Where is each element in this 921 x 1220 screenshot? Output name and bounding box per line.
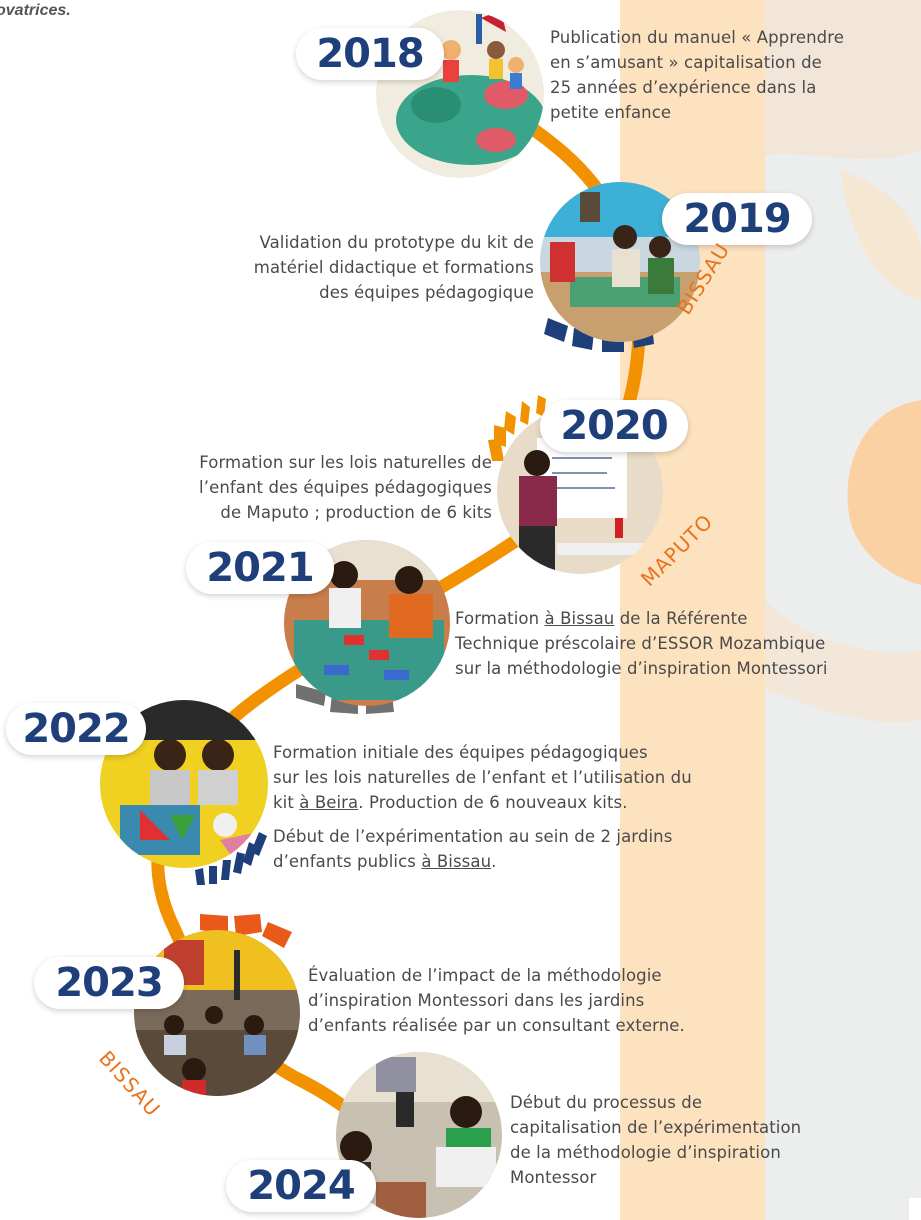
link-bissau-2022[interactable]: à Bissau	[421, 852, 492, 871]
decor-dashes-2023	[200, 914, 292, 948]
year-badge-2019: 2019	[662, 193, 812, 245]
year-badge-2024: 2024	[226, 1160, 376, 1212]
description-2018: Publication du manuel « Apprendre en s’a…	[550, 28, 844, 122]
year-badge-2020: 2020	[540, 400, 688, 452]
description-2019: Validation du prototype du kit de matéri…	[253, 233, 534, 302]
description-2020: Formation sur les lois naturelles de l’e…	[199, 453, 492, 522]
description-2023: Évaluation de l’impact de la méthodologi…	[308, 966, 685, 1035]
year-badge-2021: 2021	[186, 542, 334, 594]
link-bissau-2021[interactable]: à Bissau	[544, 609, 615, 628]
description-2022: Formation initiale des équipes pédagogiq…	[273, 743, 692, 871]
link-beira-2022[interactable]: à Beira	[299, 793, 359, 812]
corner-box	[909, 1198, 921, 1220]
photo-2023	[134, 930, 300, 1096]
decor-rays-2020	[488, 395, 546, 461]
description-2024: Début du processus de capitalisation de …	[510, 1093, 802, 1187]
description-2021: Formation à Bissau de la Référente Techn…	[455, 609, 828, 678]
year-badge-2022: 2022	[6, 703, 146, 755]
decor-rays-2022	[195, 832, 267, 885]
year-badge-2018: 2018	[296, 28, 444, 80]
header-fragment: ovatrices.	[0, 2, 71, 19]
year-badge-2023: 2023	[34, 957, 184, 1009]
